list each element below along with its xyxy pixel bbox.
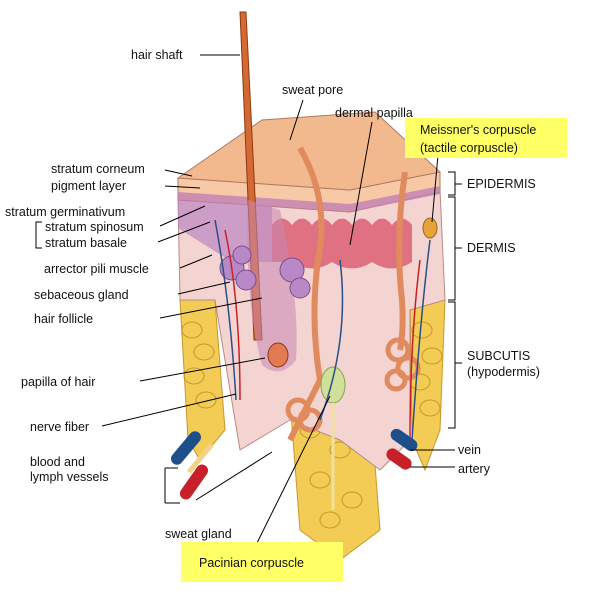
label-dermis: DERMIS: [467, 241, 516, 255]
label-dermal-papilla: dermal papilla: [335, 106, 413, 120]
label-sebaceous-gland: sebaceous gland: [34, 288, 129, 302]
vessel-stumps-right: [386, 428, 418, 470]
label-meissner-line1: Meissner's corpuscle: [420, 123, 537, 137]
label-subcutis-line2: (hypodermis): [467, 365, 540, 379]
pacinian-highlight-box: Pacinian corpuscle: [181, 542, 343, 582]
label-pacinian-corpuscle: Pacinian corpuscle: [199, 556, 304, 570]
label-sweat-pore: sweat pore: [282, 83, 344, 97]
label-stratum-basale: stratum basale: [45, 236, 127, 250]
label-pigment-layer: pigment layer: [51, 179, 127, 193]
right-sweat-duct: [396, 171, 408, 351]
label-sweat-gland: sweat gland: [165, 527, 232, 541]
label-hair-shaft: hair shaft: [131, 48, 183, 62]
epidermis-top-surface: [176, 111, 442, 191]
vessel-stumps-left: [171, 431, 214, 500]
label-hair-follicle: hair follicle: [34, 312, 94, 326]
dermal-papillae: [272, 218, 412, 269]
label-blood-lymph-line2: lymph vessels: [30, 470, 109, 484]
label-stratum-spinosum: stratum spinosum: [45, 220, 144, 234]
label-nerve-fiber: nerve fiber: [30, 420, 90, 434]
hair-follicle-sheath: [247, 200, 297, 372]
pacinian-corpuscle-shape: [320, 366, 346, 404]
pigment-layer-band: [178, 186, 440, 212]
label-arrector-pili-muscle: arrector pili muscle: [44, 262, 149, 276]
papilla-of-hair-shape: [267, 342, 289, 368]
sebaceous-gland-shape: [219, 245, 311, 299]
label-stratum-corneum: stratum corneum: [51, 162, 145, 176]
meissner-corpuscle-shape: [422, 217, 438, 239]
label-epidermis: EPIDERMIS: [467, 177, 536, 191]
meissner-highlight-box: Meissner's corpuscle (tactile corpuscle): [405, 118, 567, 158]
label-meissner-line2: (tactile corpuscle): [420, 141, 518, 155]
label-blood-lymph-line1: blood and: [30, 455, 85, 469]
label-subcutis-line1: SUBCUTIS: [467, 349, 531, 363]
label-artery: artery: [458, 462, 490, 476]
label-vein: vein: [458, 443, 481, 457]
label-stratum-germinativum: stratum germinativum: [5, 205, 126, 219]
leader-lines: [35, 54, 462, 548]
label-papilla-of-hair: papilla of hair: [21, 375, 96, 389]
